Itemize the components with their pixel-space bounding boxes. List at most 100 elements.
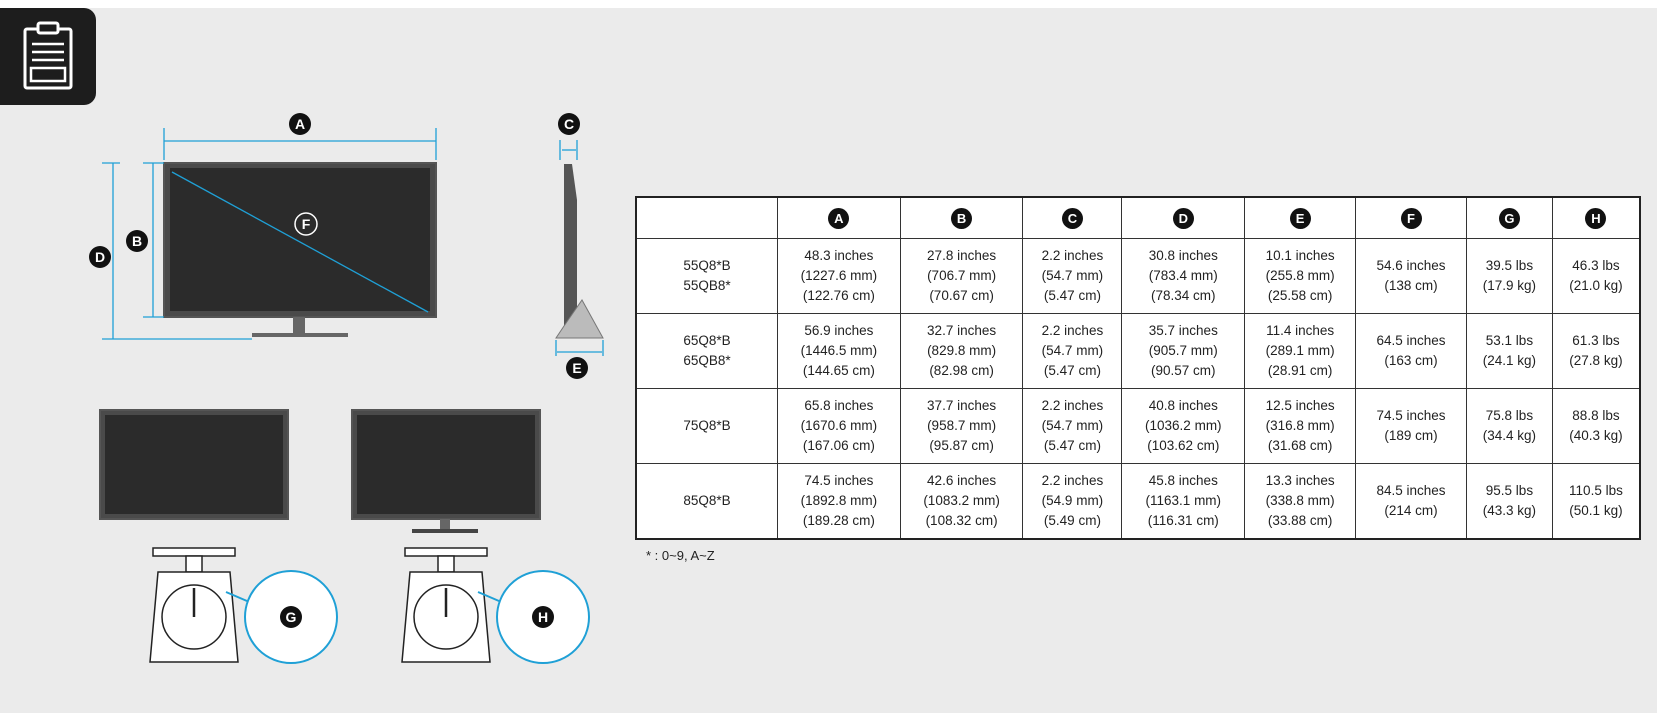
spec-cell: 65.8 inches(1670.6 mm)(167.06 cm) [777, 388, 901, 464]
spec-value: 2.2 inches [1041, 323, 1104, 338]
model-name: 75Q8*B [683, 418, 731, 433]
tv-side-view [555, 164, 604, 339]
spec-value: (27.8 kg) [1569, 353, 1623, 368]
spec-value: (95.87 cm) [929, 438, 994, 453]
dimension-lines [102, 128, 604, 356]
spec-cell: 12.5 inches(316.8 mm)(31.68 cm) [1244, 388, 1357, 464]
spec-cell: 30.8 inches(783.4 mm)(78.34 cm) [1121, 238, 1246, 314]
column-header: E [1244, 196, 1357, 239]
spec-value: (905.7 mm) [1148, 343, 1218, 358]
spec-value: 61.3 lbs [1572, 333, 1620, 348]
table-row: 75Q8*B 65.8 inches(1670.6 mm)(167.06 cm) 3… [635, 388, 1641, 464]
spec-cell: 110.5 lbs(50.1 kg) [1551, 463, 1641, 540]
spec-value: (5.47 cm) [1043, 438, 1101, 453]
spec-value: (34.4 kg) [1482, 428, 1537, 443]
spec-cell: 88.8 lbs(40.3 kg) [1551, 388, 1641, 464]
model-cell: 75Q8*B [635, 388, 778, 464]
spec-value: (1036.2 mm) [1145, 418, 1222, 433]
spec-cell: 45.8 inches (1163.1 mm) (116.31 cm) [1121, 463, 1246, 540]
spec-cell: 42.6 inches(1083.2 mm)(108.32 cm) [899, 463, 1024, 540]
spec-value: 37.7 inches [927, 398, 997, 413]
model-name: 65Q8*B [683, 333, 731, 348]
spec-cell: 2.2 inches(54.7 mm)(5.47 cm) [1022, 313, 1123, 389]
spec-value: (5.49 cm) [1043, 513, 1101, 528]
spec-cell: 10.1 inches(255.8 mm)(25.58 cm) [1244, 238, 1357, 314]
spec-value: 95.5 lbs [1485, 483, 1534, 498]
svg-text:E: E [572, 360, 581, 376]
model-name: 85Q8*B [683, 493, 731, 508]
spec-cell: 32.7 inches(829.8 mm)(82.98 cm) [899, 313, 1024, 389]
spec-cell: 46.3 lbs(21.0 kg) [1551, 238, 1641, 314]
tv-front-view [163, 162, 437, 337]
spec-cell: 40.8 inches (1036.2 mm) (103.62 cm) [1121, 388, 1246, 464]
spec-value: 74.5 inches [804, 473, 874, 488]
spec-value: (70.67 cm) [929, 288, 994, 303]
spec-value: 32.7 inches [927, 323, 997, 338]
tv-with-stand [351, 409, 541, 533]
spec-value: (25.58 cm) [1267, 288, 1333, 303]
svg-text:H: H [538, 609, 548, 625]
spec-value: (17.9 kg) [1482, 278, 1537, 293]
spec-value: (116.31 cm) [1147, 513, 1219, 528]
spec-value: 13.3 inches [1265, 473, 1335, 488]
svg-text:F: F [302, 216, 311, 232]
spec-value: 2.2 inches [1041, 248, 1104, 263]
spec-value: (189 cm) [1384, 428, 1438, 443]
spec-value: (31.68 cm) [1267, 438, 1333, 453]
column-header: H [1551, 196, 1641, 239]
label-c: C [558, 113, 580, 135]
spec-cell: 2.2 inches(54.7 mm)(5.47 cm) [1022, 238, 1123, 314]
model-header [635, 196, 778, 239]
spec-value: (144.65 cm) [802, 363, 875, 378]
svg-text:D: D [95, 249, 105, 265]
spec-value: (214 cm) [1384, 503, 1438, 518]
spec-value: 65.8 inches [804, 398, 874, 413]
spec-value: (167.06 cm) [802, 438, 875, 453]
spec-value: (103.62 cm) [1147, 438, 1220, 453]
spec-value: (829.8 mm) [927, 343, 997, 358]
svg-text:A: A [295, 116, 305, 132]
spec-value: (1163.1 mm) [1145, 493, 1222, 508]
label-b: B [126, 230, 148, 252]
spec-value: (316.8 mm) [1265, 418, 1335, 433]
spec-cell: 74.5 inches(1892.8 mm)(189.28 cm) [777, 463, 901, 540]
weight-scale-h [401, 547, 590, 664]
footnote: * : 0~9, A~Z [646, 548, 715, 563]
spec-value: (1446.5 mm) [800, 343, 878, 358]
spec-value: 42.6 inches [927, 473, 997, 488]
model-name: 55QB8* [683, 278, 731, 293]
spec-value: 2.2 inches [1041, 398, 1104, 413]
model-name: 55Q8*B [683, 258, 731, 273]
spec-value: 74.5 inches [1376, 408, 1446, 423]
spec-value: 48.3 inches [804, 248, 874, 263]
spec-value: 10.1 inches [1265, 248, 1335, 263]
spec-value: (138 cm) [1384, 278, 1438, 293]
spec-cell: 27.8 inches(706.7 mm)(70.67 cm) [899, 238, 1024, 314]
spec-value: (108.32 cm) [925, 513, 998, 528]
spec-value: (122.76 cm) [802, 288, 875, 303]
spec-value: 75.8 lbs [1485, 408, 1534, 423]
spec-value: (189.28 cm) [802, 513, 875, 528]
spec-value: 45.8 inches [1148, 473, 1218, 488]
spec-value: 88.8 lbs [1572, 408, 1620, 423]
column-header: C [1022, 196, 1123, 239]
spec-value: (50.1 kg) [1569, 503, 1623, 518]
spec-value: 40.8 inches [1148, 398, 1218, 413]
svg-text:B: B [132, 233, 142, 249]
label-d: D [89, 246, 111, 268]
spec-cell: 84.5 inches(214 cm) [1355, 463, 1467, 540]
spec-value: (33.88 cm) [1267, 513, 1333, 528]
weight-scale-g [149, 547, 338, 664]
spec-value: (43.3 kg) [1482, 503, 1537, 518]
spec-value: (21.0 kg) [1569, 278, 1623, 293]
model-cell: 85Q8*B [635, 463, 778, 540]
label-g: G [280, 606, 302, 628]
label-e: E [566, 357, 588, 379]
spec-value: 11.4 inches [1266, 323, 1335, 338]
spec-cell: 35.7 inches(905.7 mm)(90.57 cm) [1121, 313, 1246, 389]
spec-cell: 95.5 lbs (43.3 kg) [1465, 463, 1553, 540]
spec-value: (28.91 cm) [1267, 363, 1333, 378]
spec-cell: 64.5 inches(163 cm) [1355, 313, 1467, 389]
